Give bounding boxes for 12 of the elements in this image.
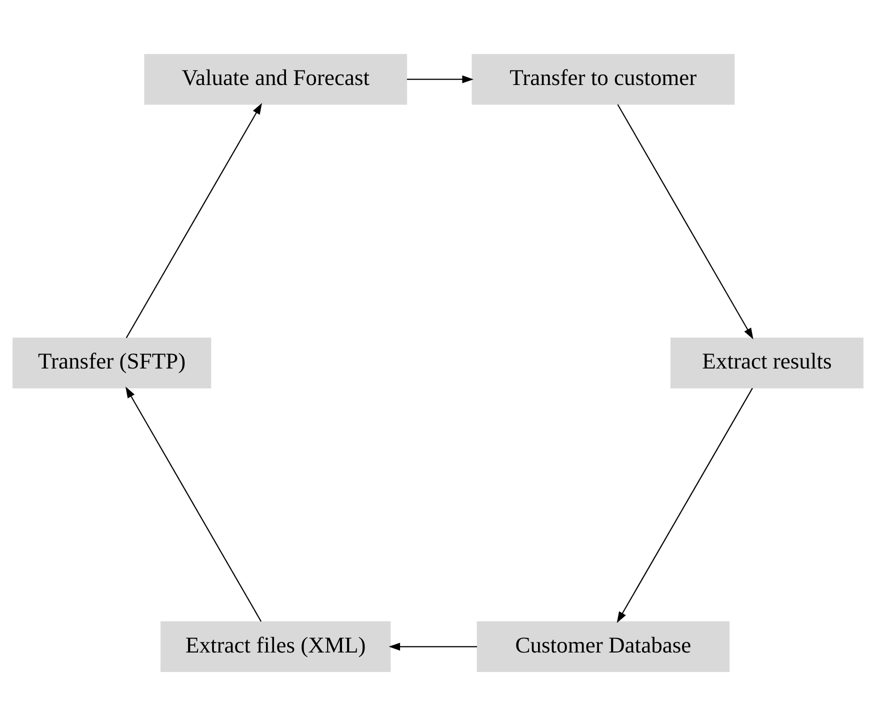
arrow xyxy=(617,104,754,340)
arrow xyxy=(406,75,474,84)
node-box: Extract files (XML) xyxy=(160,621,391,672)
arrow xyxy=(126,386,262,622)
node-box: Customer Database xyxy=(476,621,730,672)
node-box: Extract results xyxy=(670,338,864,388)
arrow xyxy=(388,642,478,651)
node-box: Valuate and Forecast xyxy=(144,54,408,105)
arrow xyxy=(126,102,262,338)
node-box: Transfer (SFTP) xyxy=(12,338,212,388)
node-box: Transfer to customer xyxy=(472,54,735,105)
arrow xyxy=(616,388,753,624)
